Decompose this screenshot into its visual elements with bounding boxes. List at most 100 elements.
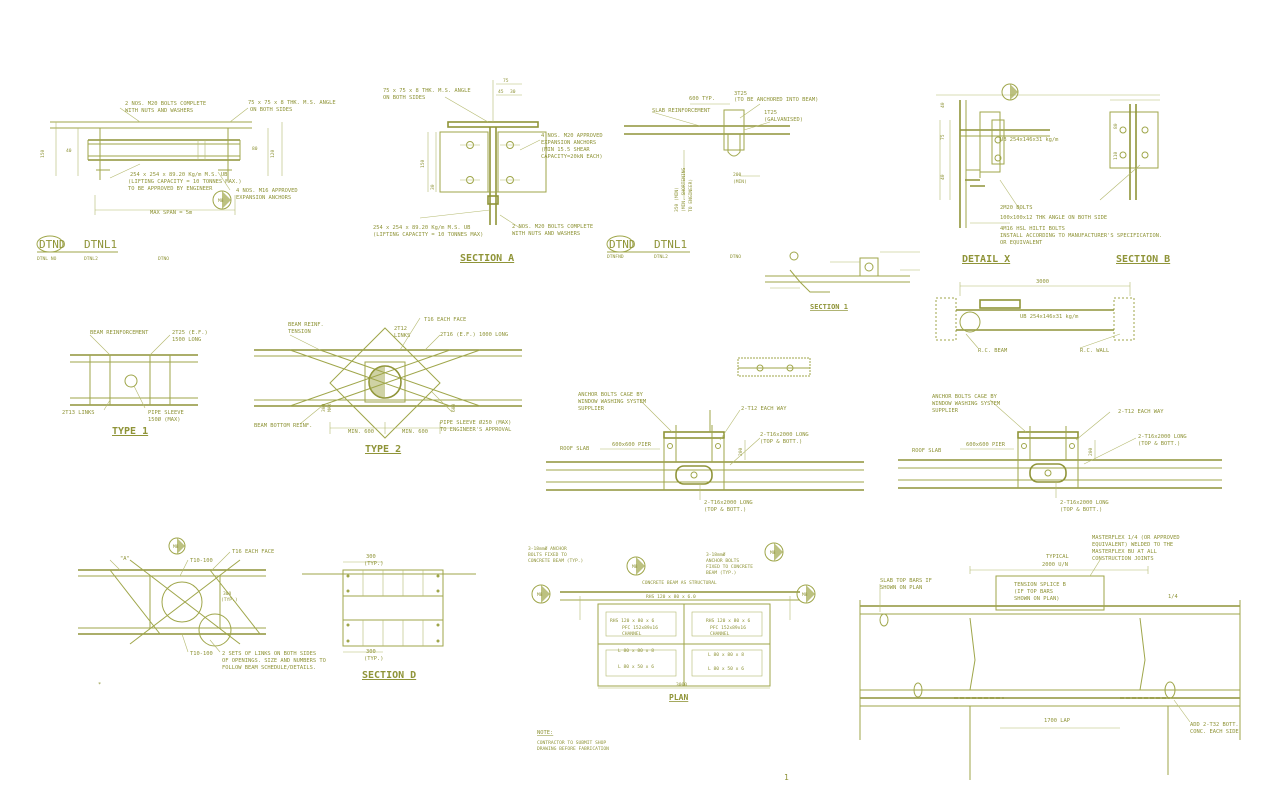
- detail-1-note-3: 75 x 75 x 8 THK. M.S. ANGLE: [248, 100, 336, 106]
- section-d-dim-2: (TYP.): [364, 561, 383, 567]
- detail-slab-note-3: 3T25: [734, 91, 747, 97]
- title-block-left-sub-2: DTNL2: [84, 256, 98, 262]
- detail-1-note-5: 254 x 254 x 89.20 Kg/m M.S. UB: [130, 172, 227, 178]
- detail-1-lifting-beam: M8 2 NOS. M20 BOLTS COMPLETE WITH NUTS A…: [40, 100, 336, 216]
- anchor-2-note-10: (TOP & BOTT.): [1060, 507, 1102, 513]
- splice-note-9: TENSION SPLICE B: [1014, 582, 1066, 588]
- type-2-note-11: TO ENGINEER'S APPROVAL: [440, 427, 511, 433]
- splice-note-13: 1700 LAP: [1044, 718, 1070, 724]
- splice-note-8: SHOWN ON PLAN: [880, 585, 922, 591]
- opening-tag: M8: [173, 544, 179, 550]
- section-d-dim-4: (TYP.): [364, 656, 383, 662]
- anchor-1-note-8: (TOP & BOTT.): [760, 439, 802, 445]
- general-note: NOTE: CONTRACTOR TO SUBMIT SHOP DRAWING …: [537, 730, 609, 752]
- type-2-note-10: PIPE SLEEVE Ø250 (MAX): [440, 419, 511, 426]
- opening-note-3: T10-100: [190, 558, 213, 564]
- section-a-dim-5: 30: [430, 184, 436, 190]
- type-1-note-6: 150Ø (MAX): [148, 416, 180, 423]
- opening-note-6: OF OPENINGS. SIZE AND NUMBERS TO: [222, 658, 326, 664]
- detail-1-note-7: TO BE APPROVED BY ENGINEER: [128, 186, 213, 192]
- section-a-note-9: 2 NOS. M20 BOLTS COMPLETE: [512, 224, 593, 230]
- plan-note-4: 3-18mmØ: [706, 551, 726, 558]
- plan-note-9: RHS 120 x 80 x 6.0: [646, 594, 696, 600]
- detail-1-dim-3: 40: [66, 148, 72, 154]
- anchor-detail-1: ANCHOR BOLTS CAGE BY WINDOW WASHING SYST…: [546, 392, 864, 513]
- note-heading: NOTE:: [537, 730, 553, 736]
- plan-title: PLAN: [669, 693, 688, 702]
- anchor-1-note-9: 2-T16x2000 LONG: [704, 500, 753, 506]
- detail-x-note-4: 4M16 HSL HILTI BOLTS: [1000, 226, 1065, 232]
- section-b-dim-2: 110: [1113, 151, 1119, 160]
- type-1-note-5: PIPE SLEEVE: [148, 410, 184, 416]
- mark-star: *: [98, 682, 101, 688]
- anchor-2-note-9: 2-T16x2000 LONG: [1060, 500, 1109, 506]
- title-block-left-tag: DTND: [39, 238, 66, 251]
- detail-1-dim-4: 80: [252, 146, 258, 152]
- type-2-dim-2: MAX: [327, 403, 333, 412]
- type-1-note-2: 2T25 (E.F.): [172, 330, 208, 336]
- note-line-1: CONTRACTOR TO SUBMIT SHOP: [537, 740, 606, 746]
- detail-slab-dim-1: 200: [733, 172, 742, 178]
- opening-note-2: T16 EACH FACE: [232, 549, 274, 555]
- detail-slab-dim-4: (MIN. SHORTENING: [681, 168, 687, 212]
- type-2-note-7: BEAM BOTTOM REINF.: [254, 423, 312, 429]
- splice-note-4: CONSTRUCTION JOINTS: [1092, 556, 1154, 562]
- title-block-mid-tag: DTND: [609, 238, 636, 251]
- detail-x-dim-3: 40: [940, 174, 946, 180]
- anchor-2-note-7: 2-T16x2000 LONG: [1138, 434, 1187, 440]
- splice-note-7: SLAB TOP BARS IF: [880, 578, 932, 584]
- detail-x: UB 254x146x31 kg/m 2M20 BOLTS 100x100x12…: [936, 83, 1162, 265]
- anchor-1-note-10: (TOP & BOTT.): [704, 507, 746, 513]
- type-2-dim-3: 600: [451, 403, 457, 412]
- anchor-1-note-2: WINDOW WASHING SYSTEM: [578, 399, 647, 405]
- beam-right-note-2: R.C. BEAM: [978, 348, 1008, 354]
- section-a-dim-2: 45: [498, 89, 504, 95]
- section-a-note-1: 75 x 75 x 8 THK. M.S. ANGLE: [383, 88, 471, 94]
- section-a-note-8: (LIFTING CAPACITY = 10 TONNES MAX): [373, 232, 483, 238]
- splice-note-1: MASTERFLEX 1/4 (OR APPROVED: [1092, 535, 1180, 541]
- type-2-dim-1: 300: [321, 403, 327, 412]
- plan-note-13: RHS 120 x 80 x 6: [706, 618, 750, 624]
- type-2-title: TYPE 2: [365, 444, 401, 455]
- mark-one: 1: [784, 773, 789, 782]
- title-block-mid-label: DTNL1: [654, 238, 687, 251]
- detail-1-note-10: MAX SPAN = 5m: [150, 210, 192, 216]
- detail-slab-note-5: 1T25: [764, 110, 777, 116]
- title-block-mid: DTND DTNL1 DTNFND DTNL2 DTNO: [606, 235, 741, 260]
- anchor-1-note-1: ANCHOR BOLTS CAGE BY: [578, 392, 644, 398]
- detail-slab-dim-3: 350 (MIN): [674, 187, 680, 212]
- note-line-2: DRAWING BEFORE FABRICATION: [537, 746, 609, 752]
- anchor-1-note-6: 600x600 PIER: [612, 442, 652, 448]
- plan-note-12: CHANNEL: [622, 631, 642, 637]
- detail-1-note-4: ON BOTH SIDES: [250, 107, 292, 113]
- type-1-note-1: BEAM REINFORCEMENT: [90, 330, 149, 336]
- title-block-mid-sub-1: DTNFND: [607, 254, 624, 260]
- anchor-2-note-4: 2-T12 EACH WAY: [1118, 409, 1164, 415]
- type-2-note-4: LINKS: [394, 333, 410, 339]
- section-b-title: SECTION B: [1116, 254, 1170, 265]
- splice-note-6: 2000 U/N: [1042, 562, 1068, 568]
- plan-note-18: L 80 x 50 x 6: [618, 664, 654, 670]
- splice-note-2: EQUIVALENT) WELDED TO THE: [1092, 542, 1173, 548]
- plan-note-6: FIXED TO CONCRETE: [706, 564, 753, 570]
- section-a-note-2: ON BOTH SIDES: [383, 95, 425, 101]
- anchor-1-note-3: SUPPLIER: [578, 406, 605, 412]
- anchor-1-note-4: 2-T12 EACH WAY: [741, 406, 787, 412]
- section-a-note-5: (MIN 15.5 SHEAR: [541, 147, 590, 153]
- splice-note-11: SHOWN ON PLAN): [1014, 596, 1059, 602]
- section-d-title: SECTION D: [362, 670, 416, 681]
- opening-detail: M8 "A" T16 EACH FACE T10-100 T10-100 2 S…: [78, 537, 326, 671]
- type-1-note-3: 1500 LONG: [172, 337, 201, 343]
- title-block-mid-sub-3: DTNO: [730, 254, 741, 260]
- section-a-note-6: CAPACITY=20kN EACH): [541, 154, 603, 160]
- splice-note-3: MASTERFLEX BU AT ALL: [1092, 549, 1157, 555]
- detail-slab-note-6: (GALVANISED): [764, 117, 803, 123]
- detail-1-note-1: 2 NOS. M20 BOLTS COMPLETE: [125, 101, 206, 107]
- detail-slab-anchor: SLAB REINFORCEMENT 600 TYP. 3T25 (TO BE …: [624, 91, 818, 212]
- opening-note-4: T10-100: [190, 651, 213, 657]
- beam-right-note-1: UB 254x146x31 kg/m: [1020, 314, 1078, 320]
- opening-dim-1: 300: [223, 591, 232, 597]
- detail-slab-note-1: SLAB REINFORCEMENT: [652, 108, 711, 114]
